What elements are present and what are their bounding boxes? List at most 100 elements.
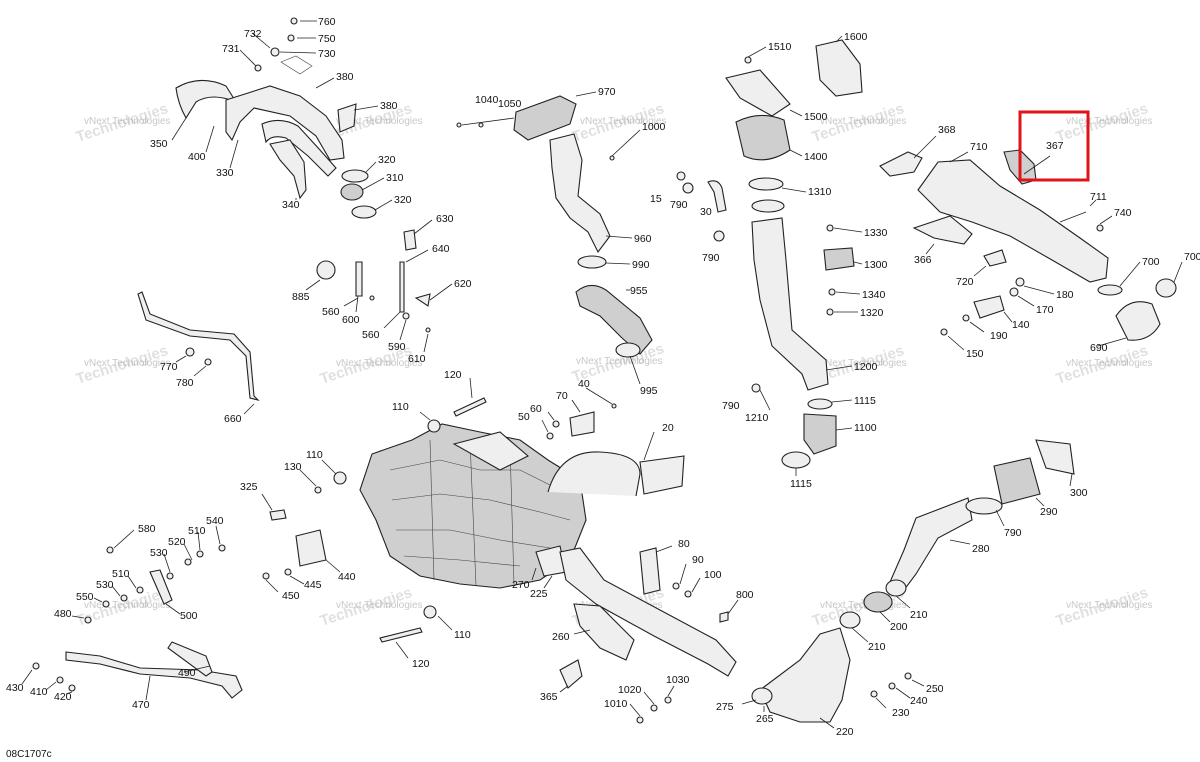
coupler-200: [863, 591, 893, 613]
callout-265: 265: [756, 713, 774, 725]
callout-560-b: 560: [362, 329, 380, 341]
callout-60: 60: [530, 403, 542, 415]
nut-510: [196, 550, 204, 558]
callout-80: 80: [678, 538, 690, 550]
screw-1320: [826, 308, 834, 316]
clamp-1310-b: [751, 199, 785, 213]
air-duct-710: [917, 159, 1109, 283]
exhaust-pipe-225: [559, 547, 737, 677]
callout-630: 630: [436, 213, 454, 225]
nut-750: [287, 34, 295, 42]
callout-590: 590: [388, 341, 406, 353]
bracket-630: [403, 229, 417, 251]
clip-730: [270, 47, 280, 57]
blade-365: [559, 659, 583, 689]
clamp-790: [682, 182, 694, 194]
callout-1000: 1000: [642, 121, 666, 133]
clamp-790-b: [713, 230, 725, 242]
nut-170: [1009, 287, 1019, 297]
nut-230: [870, 690, 878, 698]
deflector-380: [337, 103, 357, 133]
callout-550: 550: [76, 591, 94, 603]
callout-100: 100: [704, 569, 722, 581]
pin-530: [166, 572, 174, 580]
clamp-210-b: [839, 611, 861, 629]
callout-560-a: 560: [322, 306, 340, 318]
callout-labels: 760 732 750 731 730 380 380 350 400 330 …: [6, 16, 1200, 738]
clip-480: [84, 616, 92, 624]
callout-710: 710: [970, 141, 988, 153]
rod-560: [399, 261, 405, 313]
callout-750: 750: [318, 33, 336, 45]
callout-310: 310: [386, 172, 404, 184]
screw-50: [546, 432, 554, 440]
bracket-440: [295, 529, 327, 567]
callout-210-b: 210: [868, 641, 886, 653]
shift-cable-group: [21, 525, 243, 701]
callout-225: 225: [530, 588, 548, 600]
callout-170: 170: [1036, 304, 1054, 316]
callout-1115-b: 1115: [790, 478, 812, 490]
wiring-harness: [547, 451, 641, 497]
callout-970: 970: [598, 86, 616, 98]
intake-duct-group: [171, 17, 393, 219]
callout-70: 70: [556, 390, 568, 402]
callout-790-d: 790: [1004, 527, 1022, 539]
screw-100: [684, 590, 692, 598]
boot-690: [1115, 301, 1161, 341]
clamp-1115-b: [781, 451, 811, 469]
clip-740: [1096, 224, 1104, 232]
callout-770: 770: [160, 361, 178, 373]
clamp-320-b: [351, 205, 377, 219]
link-590: [402, 312, 410, 320]
callout-1030: 1030: [666, 674, 690, 686]
duct-bracket-380: [225, 85, 345, 161]
clamp-1115: [807, 398, 833, 410]
callout-760: 760: [318, 16, 336, 28]
callout-790-a: 790: [670, 199, 688, 211]
screw-731: [254, 64, 262, 72]
screw-1010: [636, 716, 644, 724]
air-intake-tube-group: [725, 35, 863, 476]
clamp-990: [577, 255, 607, 269]
callout-420: 420: [54, 691, 72, 703]
clamp-995: [615, 342, 641, 358]
watermark: vNext Technologies: [576, 356, 663, 367]
watermark: vNext Technologies: [336, 116, 423, 127]
callout-450: 450: [282, 590, 300, 602]
nut-1050: [478, 122, 484, 128]
callout-1510: 1510: [768, 41, 792, 53]
screw-190: [962, 314, 970, 322]
callout-500: 500: [180, 610, 198, 622]
callout-800: 800: [736, 589, 754, 601]
callout-1330: 1330: [864, 227, 888, 239]
cable-end-490: [167, 641, 213, 677]
nut-90: [672, 582, 680, 590]
callout-700-a: 700: [1142, 256, 1160, 268]
nut-60: [552, 420, 560, 428]
clip-770: [185, 347, 195, 357]
callout-1310: 1310: [808, 186, 832, 198]
heat-shield-260: [573, 603, 635, 661]
air-duct-340: [269, 139, 307, 200]
callout-1200: 1200: [854, 361, 878, 373]
callout-110-c: 110: [454, 629, 471, 641]
callout-580: 580: [138, 523, 156, 535]
bracket-300: [1035, 439, 1075, 475]
callout-690: 690: [1090, 342, 1108, 354]
callout-190: 190: [990, 330, 1008, 342]
rear-intake-duct-group: [879, 135, 1183, 351]
callout-290: 290: [1040, 506, 1058, 518]
callout-780: 780: [176, 377, 194, 389]
callout-700-b: 700: [1184, 251, 1200, 263]
callout-510-a: 510: [188, 525, 206, 537]
callout-367: 367: [1046, 140, 1064, 152]
callout-610: 610: [408, 353, 426, 365]
callout-230: 230: [892, 707, 910, 719]
clamp-700-b: [1155, 278, 1177, 298]
engine-assembly: [261, 377, 685, 659]
bolt-120-b: [379, 627, 423, 643]
callout-1010: 1010: [604, 698, 628, 710]
callout-120-a: 120: [444, 369, 462, 381]
